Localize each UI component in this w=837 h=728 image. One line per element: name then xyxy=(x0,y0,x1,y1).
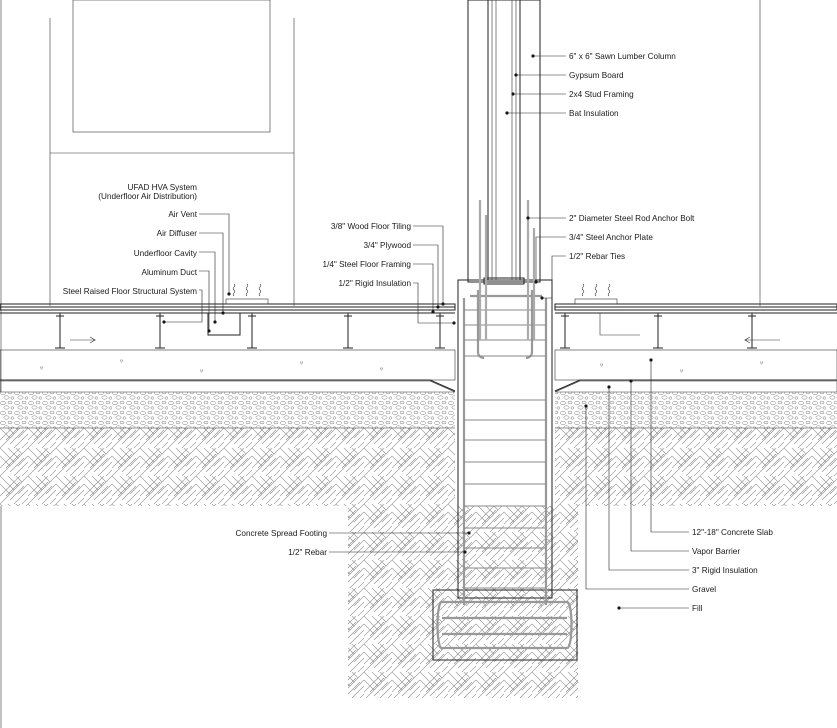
steel-raised-floor-label: Steel Raised Floor Structural System xyxy=(63,287,197,296)
steel-floor-framing-label: 1/4" Steel Floor Framing xyxy=(323,260,412,269)
concrete-slab-label: 12"-18" Concrete Slab xyxy=(692,528,773,537)
wood-floor-tiling-label: 3/8" Wood Floor Tiling xyxy=(331,222,412,231)
sawn-lumber-column-label: 6" x 6" Sawn Lumber Column xyxy=(569,52,676,61)
air-vent-label: Air Vent xyxy=(168,210,197,219)
gypsum-board-label: Gypsum Board xyxy=(569,71,624,80)
interior-wall-elevation xyxy=(0,0,761,728)
anchor-bolts xyxy=(478,200,536,340)
aluminum-duct-label: Aluminum Duct xyxy=(141,268,197,277)
gravel-layer-right xyxy=(555,392,837,428)
fill-soil-left xyxy=(0,428,455,506)
raised-floor-system xyxy=(0,283,837,349)
leaders-left xyxy=(162,213,471,554)
bat-insulation-label: Bat Insulation xyxy=(569,109,619,118)
gravel-label: Gravel xyxy=(692,585,716,594)
sawn-lumber-column xyxy=(467,0,541,285)
steel-anchor-plate xyxy=(483,277,525,285)
leaders-right xyxy=(505,54,689,610)
fill-soil-right xyxy=(555,428,837,506)
rebar-half-label: 1/2" Rebar xyxy=(288,548,327,557)
rebar-ties xyxy=(464,309,546,589)
concrete-spread-footing-label: Concrete Spread Footing xyxy=(236,529,328,538)
ufad-title-line1: UFAD HVA System xyxy=(128,183,198,192)
labels-left: UFAD HVA System (Underfloor Air Distribu… xyxy=(63,183,412,557)
air-diffuser-label: Air Diffuser xyxy=(157,229,198,238)
vapor-barrier-label: Vapor Barrier xyxy=(692,547,740,556)
concrete-slab-right xyxy=(554,349,837,381)
rigid-insulation-half-label: 1/2" Rigid Insulation xyxy=(338,279,411,288)
rebar-cage xyxy=(436,290,573,650)
anchor-bolt-label: 2" Diameter Steel Rod Anchor Bolt xyxy=(569,214,695,223)
labels-right: 6" x 6" Sawn Lumber Column Gypsum Board … xyxy=(569,52,773,613)
anchor-plate-label: 3/4" Steel Anchor Plate xyxy=(569,233,653,242)
fill-label: Fill xyxy=(692,604,703,613)
stud-framing-label: 2x4 Stud Framing xyxy=(569,90,634,99)
underfloor-cavity-label: Underfloor Cavity xyxy=(134,249,198,258)
rigid-insulation-left xyxy=(0,380,456,393)
rebar-ties-label: 1/2" Rebar Ties xyxy=(569,252,625,261)
plywood-label: 3/4" Plywood xyxy=(363,241,411,250)
rigid-insulation-3-label: 3" Rigid Insulation xyxy=(692,566,758,575)
rigid-insulation-right xyxy=(554,380,837,393)
gravel-layer-left xyxy=(0,392,455,428)
ufad-title-line2: (Underfloor Air Distribution) xyxy=(98,192,197,201)
concrete-slab-left xyxy=(0,349,456,381)
